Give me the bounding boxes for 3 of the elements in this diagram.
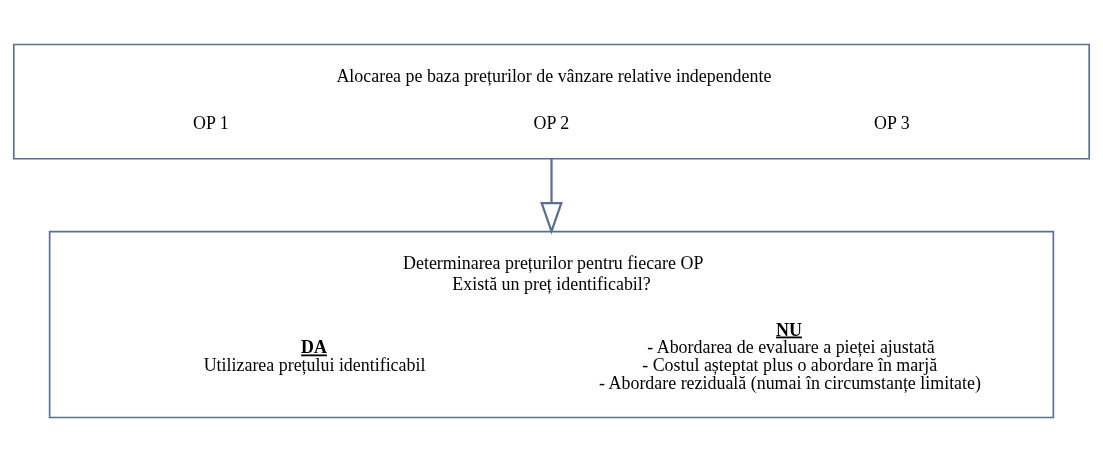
arrow [540, 159, 563, 235]
node-box: Determinarea prețurilor pentru fiecare OP Există un preț identificabil? DA Utilizarea prețului identificabil NU - Abordarea de evaluare a pieței ajustată - Costul așteptat plus o abordare în marjă - Abordare reziduală (numai în circumstanțe limitate) [48, 230, 1055, 419]
node-box: Alocarea pe baza prețurilor de vânzare relative independente OP 1 OP 2 OP 3 [12, 43, 1091, 160]
